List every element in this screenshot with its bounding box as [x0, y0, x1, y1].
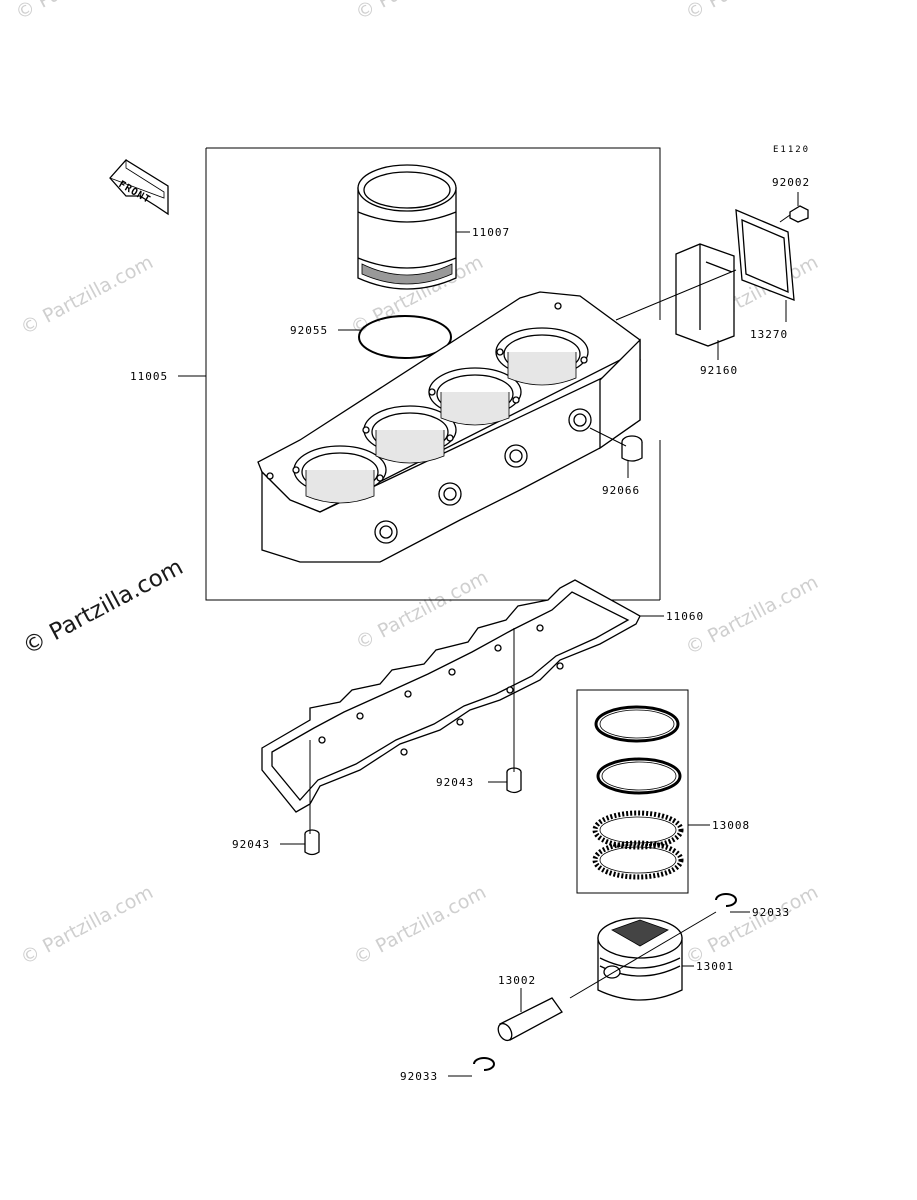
bolt-92002: [779, 205, 809, 223]
part-label-92055: 92055: [290, 324, 328, 337]
part-label-92002: 92002: [772, 176, 810, 189]
circlip-92033-upper: [715, 893, 737, 907]
watermark: © Partzilla.com: [682, 881, 822, 969]
watermark: © Partzilla.com: [352, 0, 492, 24]
leader-lines: [178, 192, 799, 1077]
gasket-13270: [735, 208, 795, 301]
part-label-92043-lower: 92043: [232, 838, 270, 851]
part-label-92160: 92160: [700, 364, 738, 377]
part-label-11007: 11007: [472, 226, 510, 239]
front-arrow-icon: FRONT: [109, 158, 169, 216]
part-label-92033-upper: 92033: [752, 906, 790, 919]
part-label-92043-upper: 92043: [436, 776, 474, 789]
watermark: © Partzilla.com: [17, 251, 157, 339]
piston-ring-set-13008: [592, 705, 684, 880]
part-label-13002: 13002: [498, 974, 536, 987]
cylinder-group-frame: [206, 147, 661, 320]
plug-92066: [621, 435, 643, 462]
part-labels: 11007 92055 11005 92002 13270 92160 9206…: [130, 176, 810, 1083]
part-label-92033-lower: 92033: [400, 1070, 438, 1083]
diagram-code: E1120: [773, 145, 810, 155]
cylinder-block-11005: [257, 291, 641, 563]
part-label-11005: 11005: [130, 370, 168, 383]
part-label-13008: 13008: [712, 819, 750, 832]
base-gasket-11060: [261, 579, 641, 813]
o-ring-92055: [358, 315, 452, 359]
part-label-92066: 92066: [602, 484, 640, 497]
piston-pin-13002: [497, 997, 563, 1042]
watermark: © Partzilla.com: [17, 881, 157, 969]
dowel-pin-92043-upper: [506, 767, 522, 794]
piston-13001: [597, 917, 683, 1001]
part-label-13001: 13001: [696, 960, 734, 973]
watermark-prominent: © Partzilla.com: [19, 554, 188, 660]
circlip-92033-lower: [473, 1057, 495, 1071]
dowel-pin-92043-lower: [304, 829, 320, 856]
rubber-block-92160: [675, 243, 735, 347]
part-label-13270: 13270: [750, 328, 788, 341]
cylinder-sleeve-11007: [357, 164, 457, 290]
piston-ring-set-frame: [576, 689, 689, 894]
watermark: © Partzilla.com: [12, 0, 152, 24]
watermark: © Partzilla.com: [350, 881, 490, 969]
watermark: © Partzilla.com: [682, 0, 822, 24]
part-label-11060: 11060: [666, 610, 704, 623]
